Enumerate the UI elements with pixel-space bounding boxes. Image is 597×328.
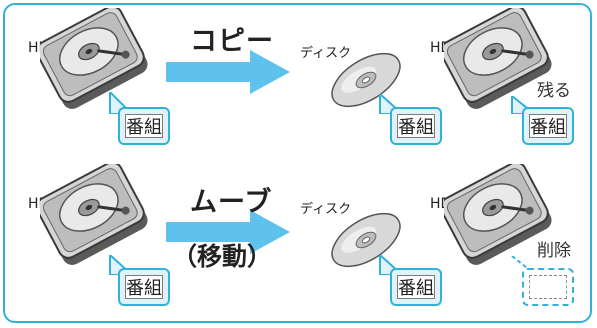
operation-title: ムーブ bbox=[190, 187, 273, 218]
empty-program-slot bbox=[529, 275, 567, 299]
program-label: 番組 bbox=[125, 275, 163, 299]
operation-title: コピー bbox=[190, 26, 274, 57]
optical-disc-icon bbox=[331, 212, 401, 268]
program-label: 番組 bbox=[397, 275, 435, 299]
program-label: 番組 bbox=[397, 114, 435, 138]
operation-subtitle: （移動） bbox=[172, 242, 273, 271]
target-disc-label: ディスク bbox=[300, 46, 352, 61]
program-label: 番組 bbox=[529, 114, 567, 138]
hard-disk-icon bbox=[444, 164, 552, 265]
status-deleted-label: 削除 bbox=[537, 241, 571, 261]
program-callout: 番組 bbox=[118, 268, 170, 306]
program-callout: 番組 bbox=[522, 107, 574, 145]
hard-disk-icon bbox=[444, 8, 552, 109]
hard-disk-icon bbox=[40, 164, 148, 265]
hard-disk-icon bbox=[40, 8, 148, 109]
empty-program-callout bbox=[522, 268, 574, 306]
program-callout: 番組 bbox=[390, 107, 442, 145]
program-callout: 番組 bbox=[118, 107, 170, 145]
callout-tail bbox=[511, 256, 533, 274]
target-disc-label: ディスク bbox=[300, 202, 352, 217]
program-callout: 番組 bbox=[390, 268, 442, 306]
program-label: 番組 bbox=[125, 114, 163, 138]
status-remain-label: 残る bbox=[537, 81, 571, 101]
right-arrow-icon bbox=[166, 210, 290, 254]
right-arrow-icon bbox=[166, 50, 290, 94]
optical-disc-icon bbox=[331, 52, 401, 108]
